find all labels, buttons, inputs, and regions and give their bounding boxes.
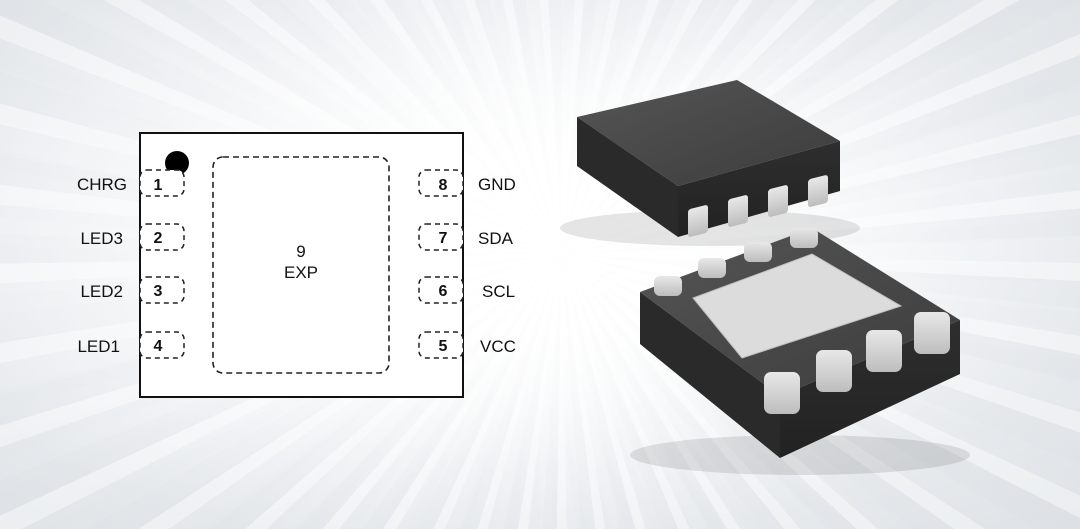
pin-7-pad	[418, 223, 464, 251]
pin-1-number: 1	[154, 177, 163, 194]
package-top-shadow	[560, 210, 860, 246]
exposed-pad-outline	[212, 156, 390, 374]
package-bottom-left-face	[640, 292, 780, 458]
pin-1-pad	[139, 169, 185, 197]
pin-3-label: LED2	[80, 282, 123, 301]
right-pin-group: 8 GND 7 SDA 6 SCL 5 VCC	[418, 169, 516, 359]
pin-5-pad	[418, 331, 464, 359]
pin-7: 7 SDA	[418, 223, 514, 251]
package-bottom-view	[630, 228, 970, 475]
pin-6-pad	[418, 276, 464, 304]
package-bottom-pad-front-1	[764, 372, 800, 414]
package-bottom-front-face	[780, 320, 960, 458]
pin-4-number: 4	[154, 338, 163, 355]
pin-8-number: 8	[439, 177, 448, 194]
exposed-pad-label: EXP	[284, 263, 318, 282]
pin-2-number: 2	[154, 230, 163, 247]
package-top-front-face	[678, 141, 840, 237]
package-bottom-pad-front-2	[816, 350, 852, 392]
package-bottom-pad-front-3	[866, 330, 902, 372]
exposed-pad-number: 9	[296, 242, 305, 261]
pin-8-pad	[418, 169, 464, 197]
pin-1-label: CHRG	[77, 175, 127, 194]
package-top-upper-face	[577, 80, 840, 186]
package-top-pad-4	[808, 175, 828, 207]
pin-6-number: 6	[439, 283, 448, 300]
package-bottom-pad-back-1	[654, 276, 682, 296]
pin-8: 8 GND	[418, 169, 516, 197]
pin-6: 6 SCL	[418, 276, 515, 304]
package-top-pad-2	[728, 195, 748, 227]
package-bottom-pad-back-2	[698, 258, 726, 278]
pin-5-number: 5	[439, 338, 448, 355]
package-bottom-pad-back-3	[744, 242, 772, 262]
pin-2-pad	[139, 223, 185, 251]
pin-1: 1 CHRG	[77, 169, 185, 197]
pin-2-label: LED3	[80, 229, 123, 248]
left-pin-group: 1 CHRG 2 LED3 3 LED2 4 LED1	[77, 169, 185, 359]
package-top-pad-1	[688, 205, 708, 237]
pin-4: 4 LED1	[77, 331, 185, 359]
pin-3-number: 3	[154, 283, 163, 300]
pin-4-label: LED1	[77, 337, 120, 356]
pin-7-number: 7	[439, 230, 448, 247]
pin1-marker-dot	[165, 151, 189, 175]
pin-5-label: VCC	[480, 337, 516, 356]
package-bottom-shadow	[630, 435, 970, 475]
pin-5: 5 VCC	[418, 331, 516, 359]
pin-8-label: GND	[478, 175, 516, 194]
pin-2: 2 LED3	[80, 223, 185, 251]
package-bottom-pad-back-4	[790, 228, 818, 248]
package-top-pad-3	[768, 185, 788, 217]
package-bottom-pad-front-4	[914, 312, 950, 354]
pin-7-label: SDA	[478, 229, 514, 248]
pin-3: 3 LED2	[80, 276, 185, 304]
package-bottom-exposed-pad	[692, 253, 903, 359]
package-top-left-face	[577, 117, 678, 237]
package-top-view	[560, 80, 860, 246]
pin-4-pad	[139, 331, 185, 359]
pin-3-pad	[139, 276, 185, 304]
pin-6-label: SCL	[482, 282, 515, 301]
package-outline	[139, 132, 464, 398]
